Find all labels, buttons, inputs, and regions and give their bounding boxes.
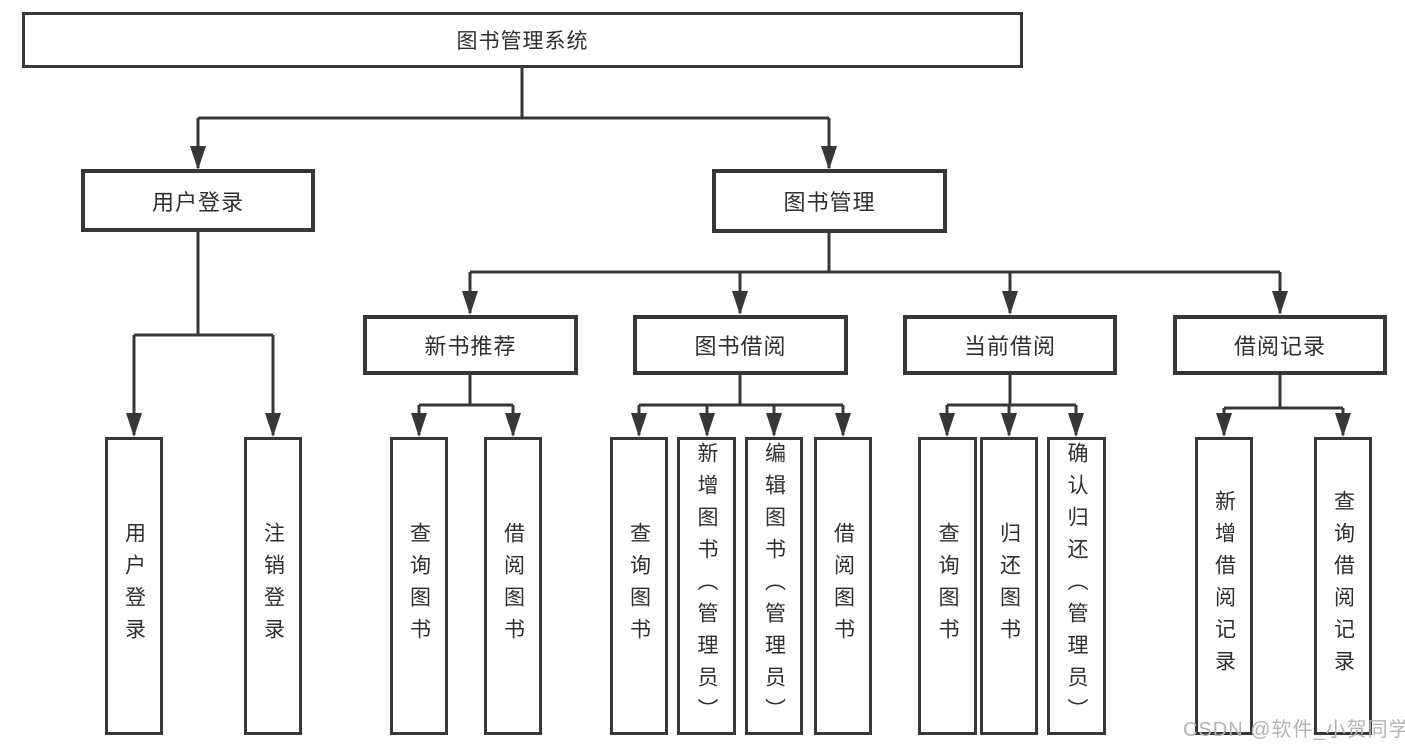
leaf-edit-book-admin: 编辑图书（管理员） — [745, 437, 803, 735]
leaf-query-books-borrow: 查询图书 — [610, 437, 668, 735]
leaf-return-book: 归还图书 — [980, 437, 1038, 735]
node-label: 查询图书 — [407, 522, 431, 650]
node-label: 编辑图书（管理员） — [762, 442, 786, 730]
leaf-query-borrow-record: 查询借阅记录 — [1314, 437, 1372, 735]
node-label: 借阅记录 — [1233, 334, 1326, 359]
node-label: 借阅图书 — [501, 522, 525, 650]
node-label: 新书推荐 — [424, 334, 517, 359]
leaf-user-login: 用户登录 — [105, 437, 163, 735]
node-book-borrow: 图书借阅 — [633, 315, 848, 375]
leaf-query-books-recommend: 查询图书 — [390, 437, 448, 735]
node-label: 当前借阅 — [963, 334, 1056, 359]
node-label: 新增图书（管理员） — [695, 442, 718, 730]
node-label: 查询图书 — [627, 522, 651, 650]
leaf-add-borrow-record: 新增借阅记录 — [1195, 437, 1253, 735]
leaf-borrow-books-recommend: 借阅图书 — [484, 437, 542, 735]
node-label: 图书管理 — [783, 190, 876, 215]
node-label: 确认归还（管理员） — [1065, 442, 1088, 730]
node-user-login: 用户登录 — [81, 169, 315, 232]
node-label: 用户登录 — [122, 522, 146, 650]
node-new-book-recommend: 新书推荐 — [363, 315, 578, 375]
node-label: 图书借阅 — [694, 334, 787, 359]
node-label: 查询图书 — [936, 522, 959, 650]
csdn-watermark: CSDN @软件_小贺同学 — [1183, 719, 1405, 741]
leaf-query-books-current: 查询图书 — [918, 437, 977, 735]
node-book-management: 图书管理 — [712, 169, 947, 233]
node-label: 归还图书 — [997, 522, 1021, 650]
leaf-borrow-books-borrow: 借阅图书 — [814, 437, 872, 735]
leaf-logout: 注销登录 — [244, 437, 302, 735]
node-current-borrow: 当前借阅 — [903, 315, 1117, 375]
node-label: 借阅图书 — [831, 522, 855, 650]
leaf-add-book-admin: 新增图书（管理员） — [677, 437, 736, 735]
node-label: 图书管理系统 — [456, 30, 589, 53]
arrowheads — [126, 146, 1351, 437]
node-label: 新增借阅记录 — [1212, 490, 1236, 682]
node-library-management-system: 图书管理系统 — [22, 12, 1023, 68]
node-label: 注销登录 — [261, 522, 285, 650]
node-borrow-record: 借阅记录 — [1173, 315, 1387, 375]
node-label: 用户登录 — [151, 189, 244, 215]
leaf-confirm-return-admin: 确认归还（管理员） — [1047, 437, 1106, 735]
node-label: 查询借阅记录 — [1331, 490, 1355, 682]
